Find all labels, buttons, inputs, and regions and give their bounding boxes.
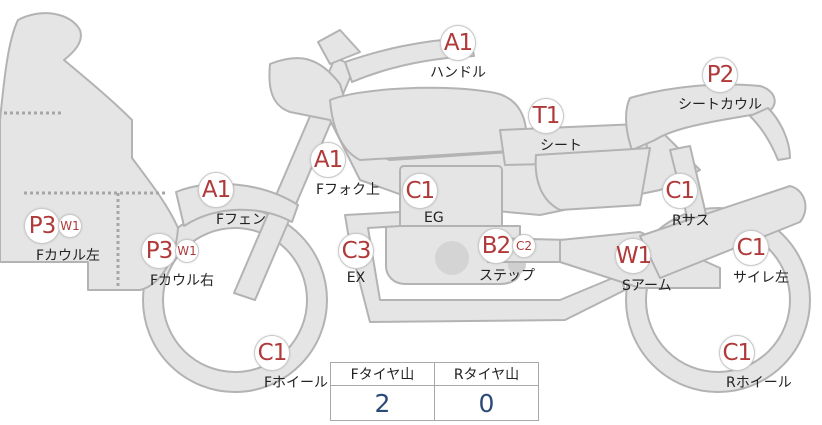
fuel-tank <box>329 86 528 161</box>
part-label: Rサス <box>672 213 710 229</box>
part-marker-f-fender[interactable]: A1 Fフェン <box>166 172 266 229</box>
tire-tread-header-row: Fタイヤ山 Rタイヤ山 <box>330 362 539 386</box>
part-marker-f-cowl-left[interactable]: P3 W1 Fカウル左 <box>6 208 100 265</box>
part-marker-engine[interactable]: C1 EG <box>396 173 444 226</box>
damage-code-badge: C1 <box>661 173 698 209</box>
part-marker-seat-cowl[interactable]: P2 シートカウル <box>678 57 762 114</box>
part-marker-f-fork-upper[interactable]: A1 Fフォク上 <box>276 142 380 199</box>
silencer-shape <box>639 185 807 279</box>
damage-code-badge: P3 <box>141 233 178 269</box>
damage-code-badge: C1 <box>718 335 755 371</box>
damage-code-badge-small: C2 <box>512 234 536 258</box>
part-label: Fフォク上 <box>316 182 381 198</box>
tire-tread-value-row: 2 0 <box>330 385 539 421</box>
part-label: Fフェン <box>216 212 267 228</box>
part-label: Fカウル左 <box>36 248 101 264</box>
damage-code-badge: P2 <box>702 57 738 93</box>
part-marker-f-cowl-right[interactable]: P3 W1 Fカウル右 <box>126 233 214 290</box>
part-label: Sアーム <box>622 278 672 294</box>
handlebar-shape <box>317 29 361 65</box>
damage-code-badge-small: W1 <box>58 214 83 238</box>
rear-tire-tread-header: Rタイヤ山 <box>434 362 539 386</box>
damage-code-badge: A1 <box>440 25 476 61</box>
part-marker-handle[interactable]: A1 ハンドル <box>430 25 486 82</box>
damage-code-badge: P3 <box>24 208 61 244</box>
front-tire-tread-header: Fタイヤ山 <box>330 362 435 386</box>
part-label: ハンドル <box>430 65 486 81</box>
damage-code-badge: C3 <box>338 233 374 269</box>
part-label: EG <box>424 210 444 226</box>
front-tire-tread-value: 2 <box>330 385 435 421</box>
damage-code-badge: C1 <box>733 230 769 266</box>
part-label: Rホイール <box>726 375 792 391</box>
part-marker-exhaust[interactable]: C3 EX <box>338 233 374 286</box>
rear-tire-tread-value: 0 <box>434 385 539 421</box>
part-label: ステップ <box>479 268 535 284</box>
part-label: Fカウル右 <box>150 273 215 289</box>
part-marker-r-wheel[interactable]: C1 Rホイール <box>682 335 792 392</box>
part-marker-r-suspension[interactable]: C1 Rサス <box>650 173 709 230</box>
part-label: サイレ左 <box>733 270 789 286</box>
tire-tread-table: Fタイヤ山 Rタイヤ山 2 0 <box>330 362 539 421</box>
part-label: EX <box>346 270 366 286</box>
part-marker-seat[interactable]: T1 シート <box>510 98 582 155</box>
damage-code-badge: C1 <box>254 335 291 371</box>
part-marker-swing-arm[interactable]: W1 Sアーム <box>594 238 672 295</box>
side-panel <box>534 147 651 211</box>
part-label: シートカウル <box>678 97 762 113</box>
exhaust-pipe <box>344 211 626 323</box>
damage-code-badge-small: W1 <box>175 239 200 263</box>
part-label: Fホイール <box>264 375 329 391</box>
part-marker-silencer-left[interactable]: C1 サイレ左 <box>713 230 789 287</box>
damage-code-badge: B2 <box>478 228 514 264</box>
damage-code-badge: T1 <box>528 98 564 134</box>
damage-code-badge: A1 <box>198 172 235 208</box>
part-marker-step[interactable]: B2 C2 ステップ <box>478 228 536 285</box>
damage-code-badge: A1 <box>310 142 347 178</box>
damage-code-badge: C1 <box>401 173 438 209</box>
part-label: シート <box>540 138 582 154</box>
damage-code-badge: W1 <box>614 238 652 274</box>
part-marker-f-wheel[interactable]: C1 Fホイール <box>216 335 328 392</box>
